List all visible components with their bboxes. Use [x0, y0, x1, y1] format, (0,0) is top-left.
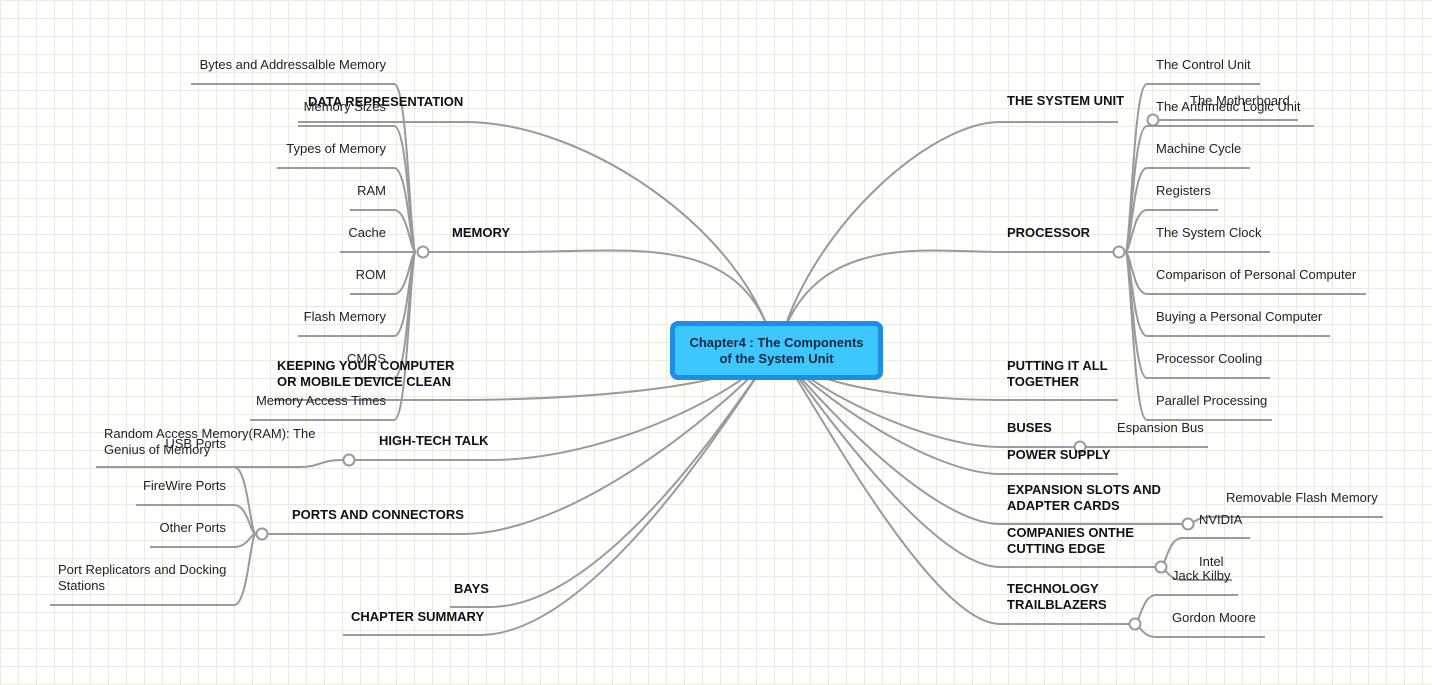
subtopic-jack-kilby[interactable]: Jack Kilby: [1172, 568, 1231, 583]
topic-the-system-unit[interactable]: THE SYSTEM UNIT: [1007, 93, 1125, 108]
subtopic-espansion-bus[interactable]: Espansion Bus: [1117, 420, 1204, 435]
topic-keeping-clean[interactable]: KEEPING YOUR COMPUTER OR MOBILE DEVICE C…: [277, 358, 455, 389]
subtopic-port-replicators[interactable]: Port Replicators and Docking Stations: [58, 562, 227, 593]
link-memory: [423, 249, 776, 351]
subtopic-removable-flash-memory[interactable]: Removable Flash Memory: [1226, 490, 1378, 505]
topic-memory[interactable]: MEMORY: [452, 225, 511, 240]
subtopic-nvidia[interactable]: NVIDIA: [1199, 512, 1243, 527]
topic-ports-and-connectors[interactable]: PORTS AND CONNECTORS: [292, 507, 464, 522]
link-memory-child-8: [250, 251, 417, 421]
subtopic-cmos[interactable]: CMOS: [347, 351, 386, 366]
subtopic-buying-personal-computer[interactable]: Buying a Personal Computer: [1156, 309, 1323, 324]
link-ports-child-1: [136, 504, 257, 535]
subtopic-arithmetic-logic-unit[interactable]: The Arithmetic Logic Unit: [1156, 99, 1301, 114]
topic-companies-cutting-edge[interactable]: COMPANIES ONTHE CUTTING EDGE: [1007, 525, 1134, 556]
link-high-tech-child: [96, 459, 344, 468]
subtopic-system-clock[interactable]: The System Clock: [1156, 225, 1262, 240]
link-chapter-summary: [343, 349, 776, 636]
topic-technology-trailblazers[interactable]: TECHNOLOGY TRAILBLAZERS: [1007, 581, 1107, 612]
subtopic-the-motherboard[interactable]: The Motherboard: [1190, 93, 1290, 108]
companies-collapse-knob[interactable]: [1154, 560, 1168, 574]
buses-collapse-knob[interactable]: [1073, 440, 1087, 454]
subtopic-firewire-ports[interactable]: FireWire Ports: [142, 478, 226, 493]
topic-buses[interactable]: BUSES: [1007, 420, 1052, 435]
subtopic-processor-cooling[interactable]: Processor Cooling: [1156, 351, 1263, 366]
topic-data-representation[interactable]: DATA REPRESENTATION: [308, 94, 464, 109]
subtopic-control-unit[interactable]: The Control Unit: [1156, 57, 1251, 72]
link-processor: [777, 249, 1118, 351]
topic-high-tech-talk[interactable]: HIGH-TECH TALK: [379, 433, 489, 448]
subtopic-rom[interactable]: ROM: [355, 267, 386, 282]
subtopic-intel[interactable]: Intel: [1199, 554, 1224, 569]
system-unit-collapse-knob[interactable]: [1146, 113, 1160, 127]
topic-power-supply[interactable]: POWER SUPPLY: [1007, 447, 1111, 462]
link-data-representation: [298, 121, 776, 351]
topic-expansion-slots[interactable]: EXPANSION SLOTS AND ADAPTER CARDS: [1007, 482, 1161, 513]
processor-collapse-knob[interactable]: [1112, 245, 1126, 259]
central-topic[interactable]: Chapter4 : The Components of the System …: [670, 321, 883, 380]
subtopic-registers[interactable]: Registers: [1156, 183, 1211, 198]
expansion-collapse-knob[interactable]: [1181, 517, 1195, 531]
subtopic-ram[interactable]: RAM: [357, 183, 386, 198]
topic-putting-it-all-together[interactable]: PUTTING IT ALL TOGETHER: [1007, 358, 1108, 389]
trailblazers-collapse-knob[interactable]: [1128, 617, 1142, 631]
subtopic-memory-access-times[interactable]: Memory Access Times: [255, 393, 386, 408]
subtopic-parallel-processing[interactable]: Parallel Processing: [1156, 393, 1268, 408]
link-system-unit: [777, 121, 1118, 351]
high-tech-collapse-knob[interactable]: [342, 453, 356, 467]
subtopic-flash-memory[interactable]: Flash Memory: [303, 309, 386, 324]
ports-collapse-knob[interactable]: [255, 527, 269, 541]
central-topic-label: Chapter4 : The Components of the System …: [689, 334, 864, 366]
subtopic-ram-genius-of-memory[interactable]: Random Access Memory(RAM): The Genius of…: [104, 426, 316, 457]
topic-chapter-summary[interactable]: CHAPTER SUMMARY: [351, 609, 485, 624]
topic-processor[interactable]: PROCESSOR: [1007, 225, 1091, 240]
memory-collapse-knob[interactable]: [416, 245, 430, 259]
subtopic-other-ports[interactable]: Other Ports: [159, 520, 226, 535]
link-memory-child-3: [350, 209, 417, 253]
subtopic-memory-sizes[interactable]: Memory Sizes: [303, 99, 386, 114]
subtopic-machine-cycle[interactable]: Machine Cycle: [1156, 141, 1242, 156]
subtopic-comparison-personal-computer[interactable]: Comparison of Personal Computer: [1156, 267, 1357, 282]
topic-bays[interactable]: BAYS: [454, 581, 489, 596]
subtopic-gordon-moore[interactable]: Gordon Moore: [1172, 610, 1256, 625]
subtopic-usb-ports[interactable]: USB Ports: [165, 436, 226, 451]
link-processor-child-3: [1124, 209, 1218, 253]
subtopic-cache[interactable]: Cache: [348, 225, 386, 240]
link-processor-child-8: [1124, 251, 1272, 421]
subtopic-types-of-memory[interactable]: Types of Memory: [286, 141, 386, 156]
link-ports-child-3: [50, 533, 257, 606]
subtopic-bytes-addressable-memory[interactable]: Bytes and Addressalble Memory: [199, 57, 386, 72]
